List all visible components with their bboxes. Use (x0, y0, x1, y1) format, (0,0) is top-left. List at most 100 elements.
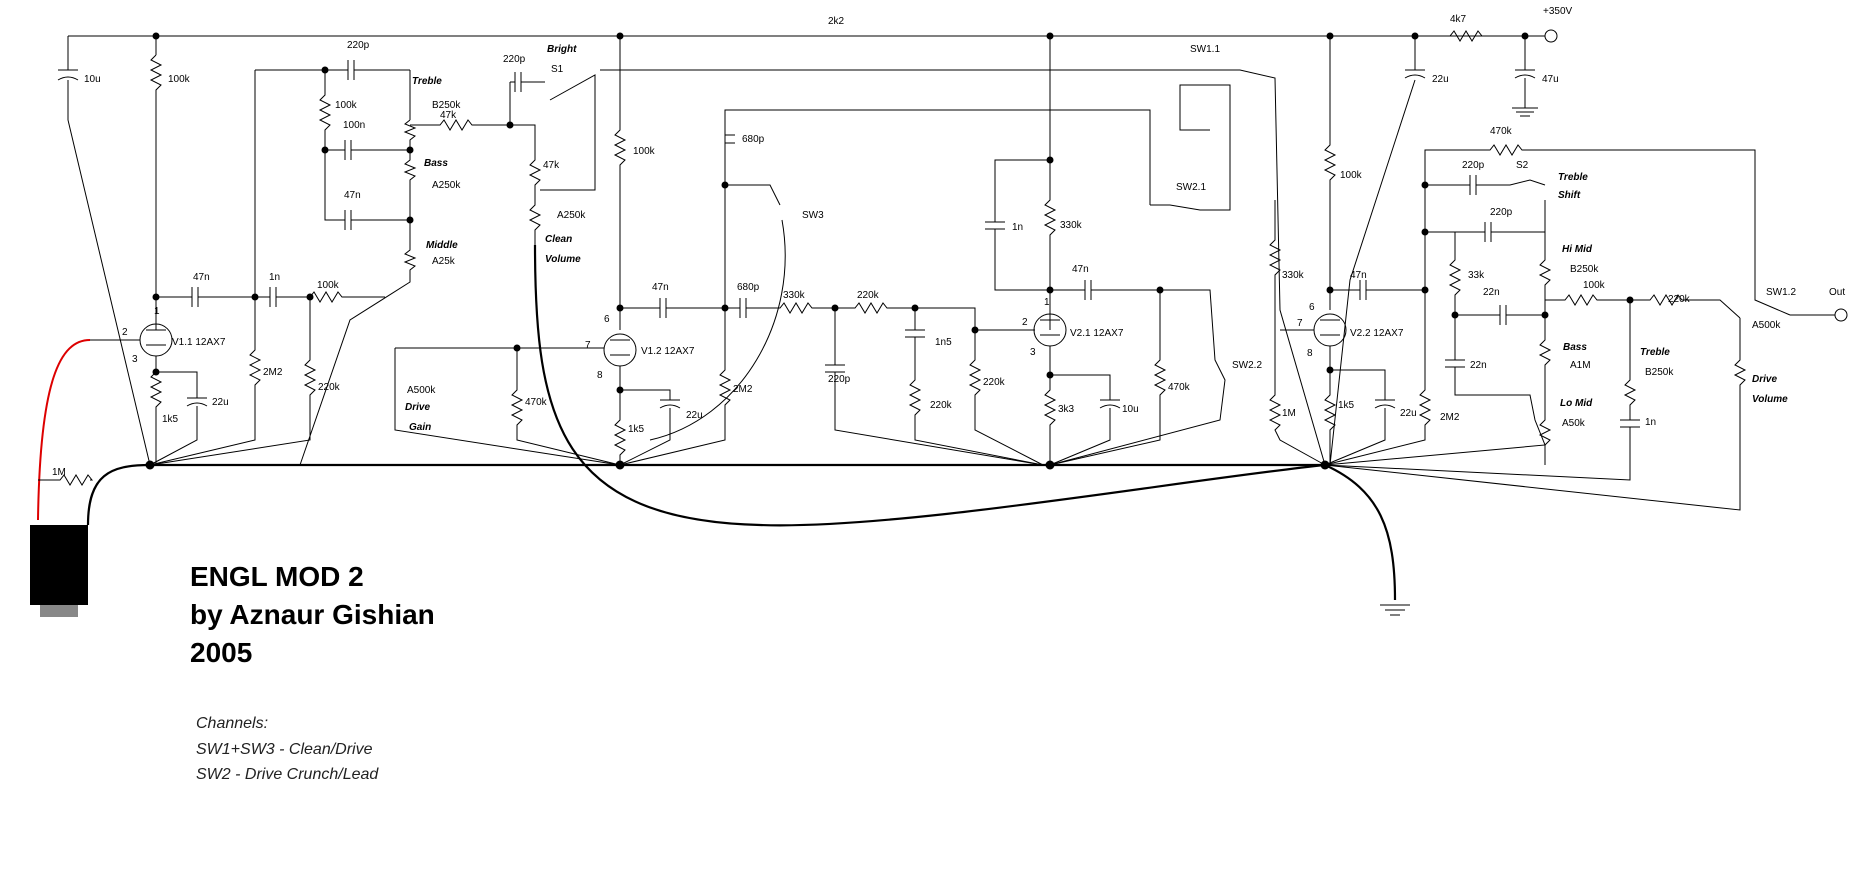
label: 220k (983, 377, 1006, 388)
label: 1k5 (162, 414, 179, 425)
label: B250k (1645, 367, 1674, 378)
label: 47u (1542, 74, 1559, 85)
label: 2M2 (263, 367, 283, 378)
switch-sw22 (1049, 289, 1226, 466)
treble-cap-220p (255, 60, 410, 80)
label: 47n (1350, 270, 1367, 281)
resistor-47k-a (410, 119, 510, 131)
label: A250k (557, 210, 586, 221)
label: Drive (1752, 374, 1777, 385)
supply-terminal (1544, 29, 1558, 43)
drive-gain-pot (394, 348, 621, 466)
label: 3 (1030, 347, 1036, 358)
label: Bass (1563, 342, 1587, 353)
label: 47k (543, 160, 560, 171)
tube-v12-elements (610, 339, 630, 356)
label: 22u (212, 397, 229, 408)
filter-cap-22u-c (1329, 36, 1426, 466)
drive-gain-network (395, 347, 621, 466)
tone-pots-chain-2 (1538, 232, 1552, 465)
diagram-title: ENGL MOD 2 (190, 561, 364, 592)
cathode-resistor-1k5-b (613, 366, 627, 465)
resistor-220k-b (835, 302, 1035, 331)
label: 100k (1583, 280, 1606, 291)
resistor-220k-d (968, 330, 1044, 466)
label: Gain (409, 422, 431, 433)
grid-leak-2m2 (149, 70, 262, 466)
drive-volume-pot (1324, 318, 1747, 511)
label: B250k (432, 100, 461, 111)
component-labels: +350V Out 10u 100k 220p 100k Treble B250… (52, 6, 1845, 478)
label: 100k (335, 100, 358, 111)
label: 2M2 (733, 384, 753, 395)
ground-lead (1324, 463, 1397, 601)
label: 220p (347, 40, 370, 51)
tube-v22-elements (1320, 319, 1340, 336)
tube-v21-elements (1040, 319, 1060, 336)
label: 100k (1340, 170, 1363, 181)
switch-sw11-wiring (600, 69, 1326, 466)
label: 47n (344, 190, 361, 201)
label: 220p (828, 374, 851, 385)
clean-signal-lead (533, 244, 1326, 527)
label: SW1.1 (1190, 44, 1220, 55)
label: A50k (1562, 418, 1586, 429)
label: 22u (1432, 74, 1449, 85)
cathode-resistor-3k3 (1043, 346, 1057, 465)
label: 7 (585, 340, 591, 351)
label: Bass (424, 158, 448, 169)
cap-1n-resistor-100k (255, 287, 385, 307)
label: Bright (547, 44, 577, 55)
diagram-author: by Aznaur Gishian (190, 599, 435, 630)
plate-resistor-v22 (1323, 36, 1337, 310)
supply-filter-4k7-47u (1440, 30, 1538, 117)
label: V2.2 12AX7 (1350, 328, 1404, 339)
coupling-cap-47n-a (156, 287, 255, 307)
label: 2k2 (828, 16, 845, 27)
ground-symbol (1380, 604, 1410, 616)
label: 7 (1297, 318, 1303, 329)
label: 1n (1012, 222, 1023, 233)
tube-v22 (1313, 313, 1347, 347)
label: 22u (1400, 408, 1417, 419)
label: Drive (405, 402, 430, 413)
label: A500k (1752, 320, 1781, 331)
label: A500k (407, 385, 436, 396)
label: 220k (1668, 294, 1691, 305)
cathode-cap-22u-a (149, 371, 208, 466)
label: A250k (432, 180, 461, 191)
input-resistor-1m (38, 474, 94, 486)
label: Hi Mid (1562, 244, 1593, 255)
label: 1 (154, 306, 160, 317)
label: 220k (857, 290, 880, 301)
cathode-resistor-1k5-c (1323, 346, 1337, 465)
cap-1n5-resistor-220k (905, 308, 1044, 466)
coupling-cap-47n-d (1049, 280, 1167, 466)
label: 330k (1282, 270, 1305, 281)
cathode-cap-10u-b (1049, 374, 1121, 466)
label: 470k (1168, 382, 1191, 393)
sw3-return-wire (649, 219, 786, 441)
clean-volume-network (510, 124, 542, 245)
input-jack (30, 525, 88, 605)
notes-line-1: SW1+SW3 - Clean/Drive (196, 741, 373, 758)
label: 1n (269, 272, 280, 283)
cap-220p-c (825, 308, 1044, 466)
label: 47k (440, 110, 457, 121)
label: 33k (1468, 270, 1485, 281)
tube-v11-elements (146, 320, 166, 346)
diagram-year: 2005 (190, 637, 253, 668)
label: S2 (1516, 160, 1529, 171)
plate-resistor-v11 (149, 36, 163, 320)
bright-switch-s1 (540, 74, 596, 191)
label: 47n (652, 282, 669, 293)
label: 1k5 (1338, 400, 1355, 411)
label: 680p (737, 282, 760, 293)
label: 22n (1470, 360, 1487, 371)
label: 2M2 (1440, 412, 1460, 423)
tone-stack-2-mid (1425, 200, 1546, 325)
label: 330k (1060, 220, 1083, 231)
label: 4k7 (1450, 14, 1467, 25)
label: Lo Mid (1560, 398, 1593, 409)
junction-dots (145, 32, 1634, 470)
